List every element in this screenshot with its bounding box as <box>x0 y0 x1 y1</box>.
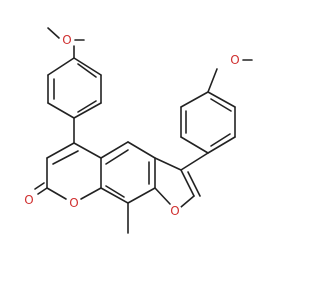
atom-methoxy-oxygen-right: O <box>228 53 242 67</box>
atom-carbonyl-oxygen: O <box>22 193 36 207</box>
bond-layer <box>34 27 253 234</box>
bond <box>210 133 231 147</box>
bond <box>207 136 236 154</box>
bond <box>127 141 156 159</box>
atom-methoxy-oxygen-left: O <box>60 33 74 47</box>
bond <box>180 91 209 108</box>
bond <box>77 63 97 78</box>
bond <box>207 91 236 108</box>
bond <box>105 185 125 198</box>
bond <box>80 187 102 200</box>
bond <box>73 142 102 159</box>
bond <box>207 68 218 93</box>
bond <box>37 187 48 195</box>
bond <box>187 171 201 197</box>
molecule-structure: O O O O O <box>22 27 253 234</box>
atom-label: O <box>69 196 78 210</box>
atom-label: O <box>230 53 239 67</box>
atom-label: O <box>24 193 33 207</box>
bond <box>105 149 129 165</box>
bond <box>180 195 195 208</box>
atom-furan-oxygen: O <box>168 204 182 218</box>
bond <box>127 187 156 204</box>
bond <box>154 157 182 171</box>
atom-lactone-oxygen: O <box>67 196 81 210</box>
bond <box>52 150 79 165</box>
bond <box>180 152 209 171</box>
bond <box>210 98 232 112</box>
bond <box>100 141 129 159</box>
atom-label: O <box>170 204 179 218</box>
bond <box>154 187 171 205</box>
bond <box>100 187 129 204</box>
bond <box>73 57 102 76</box>
bond <box>77 100 97 113</box>
bond <box>34 182 45 190</box>
bond <box>180 169 195 197</box>
bond <box>46 187 67 200</box>
bond <box>47 57 75 76</box>
atom-label: O <box>62 33 71 47</box>
bond <box>46 142 75 159</box>
bond <box>47 27 60 39</box>
bond <box>47 102 75 119</box>
bond <box>73 102 102 119</box>
bond <box>180 136 209 154</box>
atom-label-layer: O O O O O <box>22 33 242 218</box>
